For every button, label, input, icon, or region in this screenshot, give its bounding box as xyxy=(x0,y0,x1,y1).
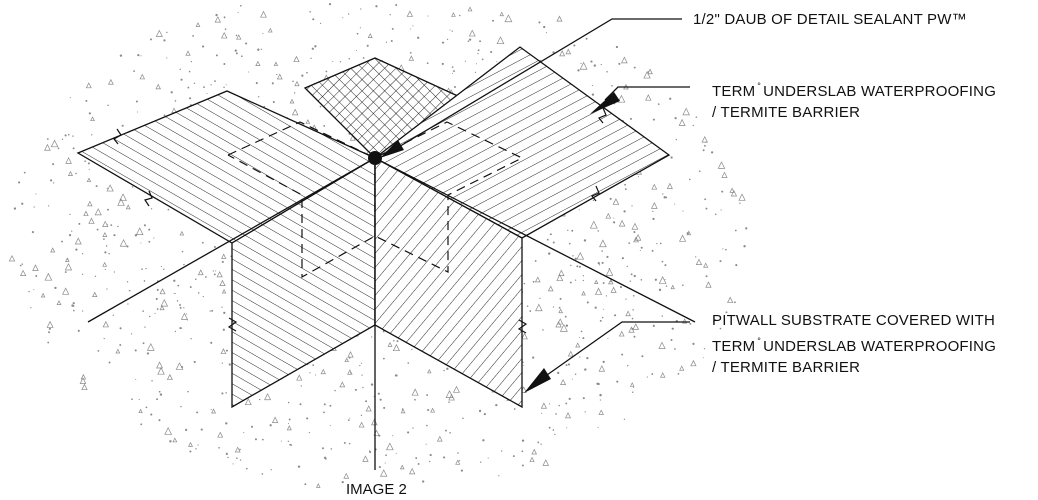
leader-lines xyxy=(386,18,690,376)
sealant-daub xyxy=(368,151,382,165)
callout-membrane-line1: TERM°UNDERSLAB WATERPROOFING xyxy=(712,81,997,100)
break-symbols xyxy=(113,107,607,334)
callout-membrane-line2: / TERMITE BARRIER xyxy=(712,104,861,121)
callout-pitwall-line1: PITWALL SUBSTRATE COVERED WITH xyxy=(712,312,995,329)
callout-pitwall-line2: TERM°UNDERSLAB WATERPROOFING xyxy=(712,336,997,355)
leader-arrowheads xyxy=(380,92,620,393)
registered-mark-icon: ° xyxy=(757,336,762,346)
callout-pitwall-line3: / TERMITE BARRIER xyxy=(712,359,861,376)
registered-mark-icon: ° xyxy=(757,81,762,91)
image-caption: IMAGE 2 xyxy=(346,481,407,498)
callout-sealant-text: 1/2" DAUB OF DETAIL SEALANT PW™ xyxy=(693,11,967,28)
callout-membrane: TERM°UNDERSLAB WATERPROOFING / TERMITE B… xyxy=(712,76,996,123)
callout-pitwall: PITWALL SUBSTRATE COVERED WITH TERM°UNDE… xyxy=(712,310,996,378)
callout-sealant: 1/2" DAUB OF DETAIL SEALANT PW™ xyxy=(693,9,967,30)
pit-hidden-outline xyxy=(227,121,524,279)
